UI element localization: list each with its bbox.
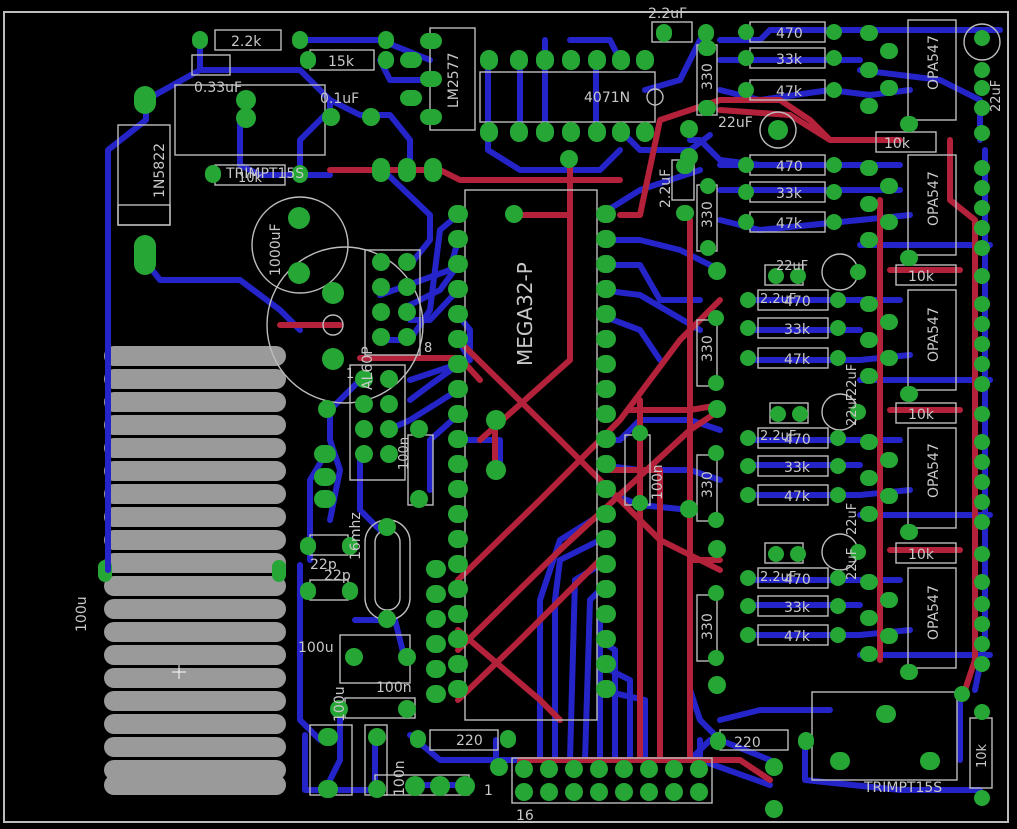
label-conn-1: 1 — [484, 783, 493, 799]
label-r-330-c: 330 — [700, 335, 716, 362]
label-c-22uf-6: 22uF — [845, 548, 860, 580]
label-r-330-b: 330 — [700, 201, 716, 228]
label-r-47k-5: 47k — [784, 629, 811, 645]
label-c-2u2-1: 2.2uF — [760, 292, 796, 307]
label-c-22p-b: 22p — [324, 568, 351, 584]
label-c-033: 0.33uF — [194, 80, 242, 96]
label-r-470-1: 470 — [776, 26, 803, 42]
label-opamp-3: OPA547 — [926, 307, 942, 362]
label-c-100n-a: 100n — [397, 437, 412, 470]
label-r-33k-3: 33k — [784, 322, 811, 338]
label-r-10k-bottom: 10k — [975, 743, 990, 768]
label-r-33k-1: 33k — [776, 52, 803, 68]
label-4071n: 4071N — [584, 90, 630, 106]
label-c-22uf-3: 22uF — [845, 364, 860, 396]
label-crystal: 16mhz — [348, 512, 364, 560]
label-c-22uf-mid: 2.2uF — [658, 169, 674, 208]
label-c-22uf-top: 2.2uF — [648, 6, 687, 22]
pads-layer — [134, 24, 990, 818]
label-c-22p-a: 22p — [310, 557, 337, 573]
label-r-470-5: 470 — [784, 572, 811, 588]
label-opamp-1: OPA547 — [926, 35, 942, 90]
label-header-1: 1 — [346, 367, 354, 382]
label-r-470-4: 470 — [784, 432, 811, 448]
label-c-2u2-2: 2.2uF — [760, 429, 796, 444]
label-r-470-2: 470 — [776, 159, 803, 175]
inductor-coil — [98, 346, 286, 795]
label-c-22uf-5: 22uF — [845, 503, 860, 535]
label-c-100u-b: 100u — [332, 686, 348, 722]
label-trimpot-bottom: TRIMPT15S — [863, 780, 942, 796]
label-r-47k-1: 47k — [776, 84, 803, 100]
silkscreen-text: 2.2k 15k 0.33uF 0.1uF LM2577 4071N 1N582… — [152, 6, 1004, 824]
label-r-15k: 15k — [328, 54, 355, 70]
label-opamp-5: OPA547 — [926, 585, 942, 640]
label-r-2k2: 2.2k — [231, 34, 262, 50]
label-c-100n-c: 100n — [376, 680, 412, 696]
label-c-100u-a: 100u — [298, 640, 334, 656]
label-c-100n-b: 100n — [650, 464, 666, 500]
label-r-470-3: 470 — [784, 294, 811, 310]
label-conn-16: 16 — [516, 808, 534, 824]
label-c-22uf-side: 22uF — [718, 115, 753, 131]
label-r-330-d: 330 — [700, 471, 716, 498]
label-trimpot-top: TRIMPT15S — [225, 166, 304, 182]
label-c-01: 0.1uF — [320, 91, 359, 107]
label-r-330-e: 330 — [700, 613, 716, 640]
label-trimpot-10k: 10k — [238, 171, 263, 186]
label-c-22uf-2: 22uF — [776, 259, 808, 274]
label-r-10k-1: 10k — [884, 136, 911, 152]
inductor-label: 100u — [74, 596, 90, 632]
label-r-47k-3: 47k — [784, 352, 811, 368]
label-r-10k-2: 10k — [908, 269, 935, 285]
label-c-100n-d: 100n — [392, 760, 408, 796]
label-r-330-a: 330 — [700, 63, 716, 90]
label-r-10k-4: 10k — [908, 547, 935, 563]
label-r-33k-5: 33k — [784, 600, 811, 616]
label-header-pins: AL60P — [360, 346, 376, 390]
label-r-33k-4: 33k — [784, 460, 811, 476]
label-r-47k-4: 47k — [784, 489, 811, 505]
label-r-220-a: 220 — [456, 733, 483, 749]
label-r-220-b: 220 — [734, 735, 761, 751]
label-c-22uf-1: 22uF — [989, 80, 1004, 112]
label-opamp-4: OPA547 — [926, 443, 942, 498]
label-diode: 1N5822 — [152, 143, 168, 198]
label-r-10k-3: 10k — [908, 407, 935, 423]
board-outline — [3, 11, 1009, 823]
label-mcu: MEGA32-P — [513, 262, 537, 366]
label-lm2577: LM2577 — [446, 52, 462, 108]
label-r-33k-2: 33k — [776, 186, 803, 202]
label-c-2u2-3: 2.2uF — [760, 570, 796, 585]
label-opamp-2: OPA547 — [926, 171, 942, 226]
label-r-47k-2: 47k — [776, 216, 803, 232]
label-cap-1000: 1000uF — [268, 223, 284, 276]
label-c-22uf-4: 22uF — [845, 394, 860, 426]
label-header-8: 8 — [424, 341, 432, 356]
